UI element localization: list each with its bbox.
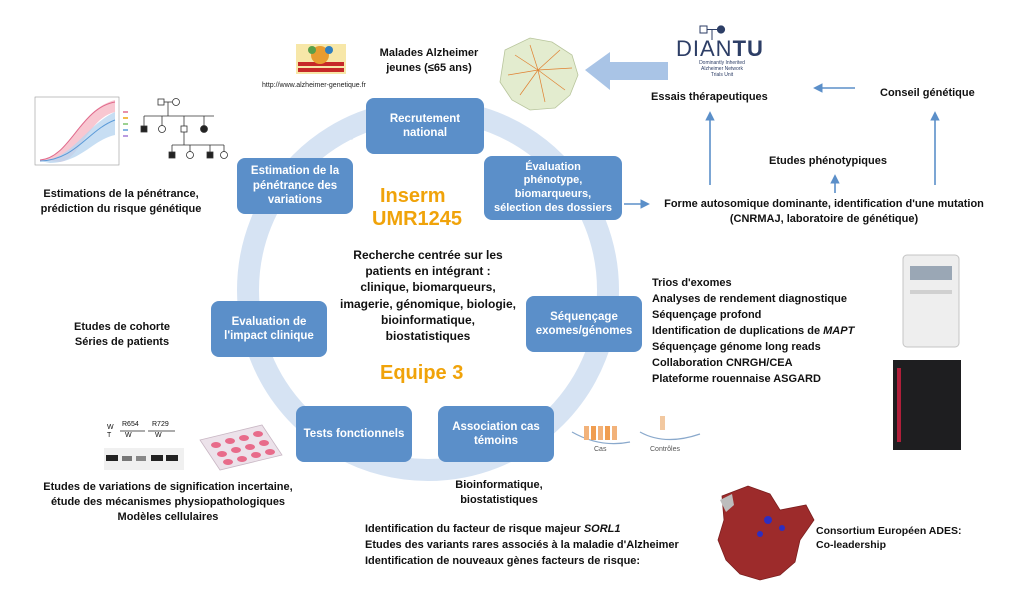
sequencer-bottom xyxy=(893,360,961,450)
alzheimer-genetique-logo xyxy=(296,44,346,74)
seq-item: Analyses de rendement diagnostique xyxy=(652,292,847,305)
seq-item: Séquençage génome long reads xyxy=(652,340,821,353)
recrutement-national-box[interactable]: Recrutement national xyxy=(366,98,484,154)
center-description: Recherche centrée sur les patients en in… xyxy=(339,248,517,343)
seq-item: Identification de duplications de MAPT xyxy=(652,324,854,340)
controles-label: Contrôles xyxy=(650,446,680,453)
inserm-title: Inserm xyxy=(380,185,446,207)
umr-title: UMR1245 xyxy=(372,208,463,230)
evaluation-phenotype-box[interactable]: Évaluation phénotype, biomarqueurs, séle… xyxy=(484,156,622,220)
etudes-phenotypiques-label: Etudes phénotypiques xyxy=(769,155,887,167)
gel-label-wt: W T xyxy=(107,424,114,439)
europe-map xyxy=(717,485,815,581)
france-map xyxy=(499,37,579,111)
seq-item: Collaboration CNRGH/CEA xyxy=(652,356,793,369)
dian-subtitle: Dominantly Inherited Alzheimer Network T… xyxy=(699,60,745,78)
cycle-arrowhead xyxy=(335,112,372,140)
dian-title-b: TU xyxy=(732,36,764,61)
new-risk-genes-label: Identification de nouveaux gènes facteur… xyxy=(365,555,641,567)
ades-consortium-label: Consortium Européen ADES: Co-leadership xyxy=(816,525,962,552)
cas-label: Cas xyxy=(594,446,607,453)
dian-pedigree-glyph xyxy=(699,25,726,40)
estimation-penetrance-box[interactable]: Estimation de la pénétrance des variatio… xyxy=(237,158,353,214)
gel-image xyxy=(104,430,184,470)
big-arrow-to-map xyxy=(585,52,668,90)
sequencing-list: Trios d'exomes Analyses de rendement dia… xyxy=(652,276,854,388)
alzheimer-genetique-url[interactable]: http://www.alzheimer-genetique.fr xyxy=(262,82,366,89)
essais-therapeutiques-label: Essais thérapeutiques xyxy=(651,91,768,103)
evaluation-impact-clinique-box[interactable]: Evaluation de l'impact clinique xyxy=(211,301,327,357)
seq-item-text: Identification de duplications de xyxy=(652,324,824,337)
equipe-title: Equipe 3 xyxy=(380,362,464,384)
seq-item: Plateforme rouennaise ASGARD xyxy=(652,372,821,385)
gel-label-w1: W xyxy=(125,432,132,439)
bioinformatique-label: Bioinformatique, biostatistiques xyxy=(455,479,543,506)
sequencer-top xyxy=(902,254,960,348)
rare-variants-label: Etudes des variants rares associés à la … xyxy=(365,539,679,551)
seq-item: Séquençage profond xyxy=(652,308,762,321)
pedigree-tree xyxy=(140,98,228,159)
penetrance-estimation-label: Estimations de la pénétrance, prédiction… xyxy=(40,188,202,215)
vsi-studies-label: Etudes de variations de signification in… xyxy=(43,481,293,523)
dian-title-a: DIAN xyxy=(676,36,733,61)
gel-label-w2: W xyxy=(155,432,162,439)
penetrance-plot xyxy=(34,96,136,166)
cell-plate xyxy=(199,424,283,471)
dian-tu-logo: DIANTU Dominantly Inherited Alzheimer Ne… xyxy=(676,38,768,78)
gel-label-r654: R654 xyxy=(122,421,139,428)
seq-item: Trios d'exomes xyxy=(652,277,732,289)
sorl1-text: Identification du facteur de risque maje… xyxy=(365,523,584,535)
conseil-genetique-label: Conseil génétique xyxy=(880,87,975,99)
association-cas-temoins-box[interactable]: Association cas témoins xyxy=(438,406,554,462)
forme-autosomique-label: Forme autosomique dominante, identificat… xyxy=(664,198,984,225)
gel-label-r729: R729 xyxy=(152,421,169,428)
sequencage-box[interactable]: Séquençage exomes/génomes xyxy=(526,296,642,352)
sorl1-gene: SORL1 xyxy=(583,523,621,535)
case-control-figure xyxy=(571,416,701,445)
malades-alzheimer-label: Malades Alzheimer jeunes (≤65 ans) xyxy=(379,47,479,74)
tests-fonctionnels-box[interactable]: Tests fonctionnels xyxy=(296,406,412,462)
cohort-studies-label: Etudes de cohorte Séries de patients xyxy=(74,321,170,348)
mapt-gene: MAPT xyxy=(823,324,855,337)
sorl1-label: Identification du facteur de risque maje… xyxy=(365,522,621,537)
